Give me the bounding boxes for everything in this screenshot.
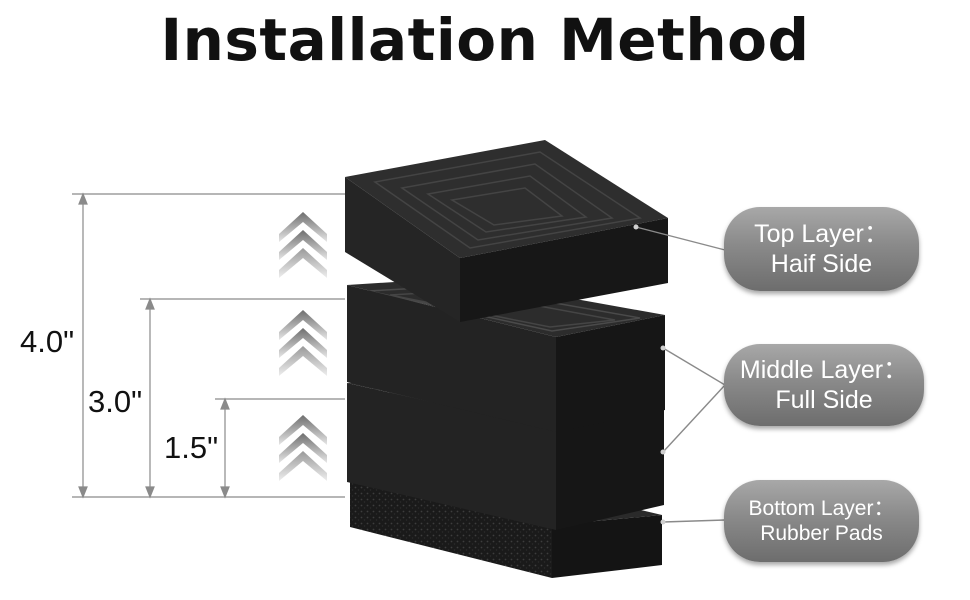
page-title: Installation Method [160, 6, 810, 74]
callout-middle-layer: Middle Layer： Full Side [724, 344, 924, 426]
dimension-lines [72, 192, 345, 499]
callout-top-line1: Top Layer： [754, 220, 889, 248]
top-block [345, 140, 668, 322]
callout-bottom-layer: Bottom Layer： Rubber Pads [724, 480, 919, 562]
callout-bottom-line2: Rubber Pads [760, 522, 883, 545]
dimension-two-layers: 3.0" [88, 384, 143, 419]
callout-middle-line2: Full Side [775, 386, 873, 414]
dimension-overall: 4.0" [20, 324, 75, 359]
callout-lines [635, 226, 726, 523]
callout-top-line2: Haif Side [770, 250, 873, 278]
callout-dots [633, 224, 666, 525]
callout-middle-line1: Middle Layer： [739, 356, 909, 384]
dimension-one-layer: 1.5" [164, 430, 219, 465]
up-chevron-icon [279, 212, 327, 481]
callout-top-layer: Top Layer： Haif Side [724, 207, 919, 291]
callout-bottom-line1: Bottom Layer： [748, 496, 895, 520]
